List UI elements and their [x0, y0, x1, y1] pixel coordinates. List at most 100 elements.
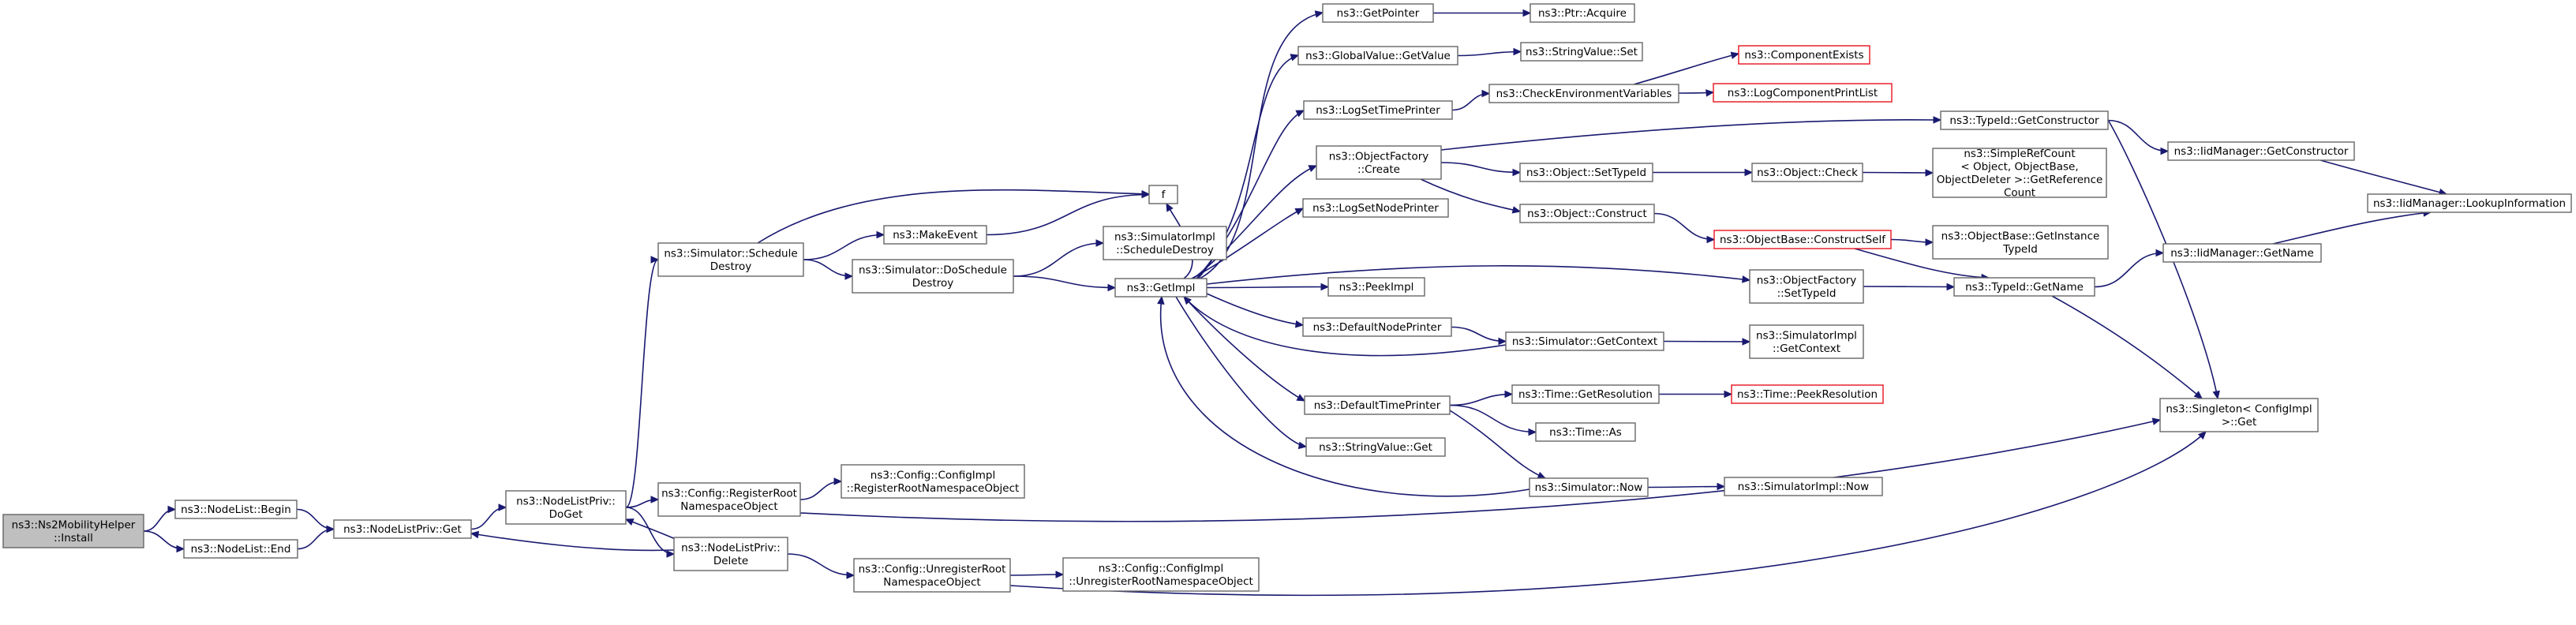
node-cfgRegRoot-label: ns3::Config::ConfigImpl [871, 469, 995, 481]
node-ofSetTypeId[interactable]: ns3::ObjectFactory::SetTypeId [1749, 269, 1864, 304]
node-peekImpl-label: ns3::PeekImpl [1339, 281, 1414, 294]
node-cfgRegRoot[interactable]: ns3::Config::ConfigImpl::RegisterRootNam… [841, 464, 1025, 499]
node-simNow[interactable]: ns3::Simulator::Now [1529, 477, 1649, 497]
edge-objConstruct-to-obConstructSelf [1653, 212, 1715, 241]
node-getImpl[interactable]: ns3::GetImpl [1114, 278, 1208, 298]
node-objSetTypeId[interactable]: ns3::Object::SetTypeId [1519, 163, 1653, 182]
node-simImplSched-label: ns3::SimulatorImpl [1114, 230, 1215, 243]
node-obConstructSelf-box [1713, 230, 1892, 249]
node-iidGetName-label: ns3::IidManager::GetName [2170, 247, 2314, 260]
node-ptrAcquire-label: ns3::Ptr::Acquire [1538, 7, 1627, 20]
node-logCompPrint-label: ns3::LogComponentPrintList [1728, 87, 1878, 99]
node-simImplSched[interactable]: ns3::SimulatorImpl::ScheduleDestroy [1103, 226, 1227, 260]
node-ptrAcquire[interactable]: ns3::Ptr::Acquire [1530, 3, 1635, 23]
node-simImplGetContext-box [1749, 324, 1864, 359]
edge-regRoot-to-singleton-path [799, 419, 2161, 522]
node-f-label: f [1162, 189, 1166, 201]
node-simImplGetContext[interactable]: ns3::SimulatorImpl::GetContext [1749, 324, 1864, 359]
node-objConstruct[interactable]: ns3::Object::Construct [1519, 204, 1655, 223]
node-cfgUnregRoot[interactable]: ns3::Config::ConfigImpl::UnregisterRootN… [1062, 557, 1260, 592]
node-doget[interactable]: ns3::NodeListPriv::DoGet [505, 490, 627, 525]
edge-getImpl-to-peekImpl-arrowhead [1320, 283, 1330, 291]
node-logCompPrint[interactable]: ns3::LogComponentPrintList [1713, 83, 1893, 103]
node-obGetInstance-label: ns3::ObjectBase::GetInstance [1941, 230, 2100, 242]
edge-root-to-begin [143, 508, 176, 532]
node-simpleRef[interactable]: ns3::SimpleRefCount< Object, ObjectBase,… [1932, 148, 2107, 200]
edge-defTimePrinter-to-timeGetRes-path [1449, 393, 1513, 406]
node-end[interactable]: ns3::NodeList::End [183, 539, 298, 559]
node-typeIdGetCtor[interactable]: ns3::TypeId::GetConstructor [1940, 110, 2109, 130]
node-checkEnv[interactable]: ns3::CheckEnvironmentVariables [1488, 84, 1679, 103]
node-obConstructSelf-label: ns3::ObjectBase::ConstructSelf [1720, 234, 1886, 246]
node-simGetContext-label: ns3::Simulator::GetContext [1512, 335, 1657, 348]
node-iidGetCtor[interactable]: ns3::IidManager::GetConstructor [2167, 141, 2355, 161]
node-singleton[interactable]: ns3::Singleton< ConfigImpl >::Get [2159, 398, 2319, 432]
node-schedDestroy-box [657, 242, 804, 277]
edge-getImpl-to-svGet [1175, 296, 1307, 447]
node-unregRoot[interactable]: ns3::Config::UnregisterRootNamespaceObje… [853, 558, 1011, 593]
node-objConstruct-label: ns3::Object::Construct [1527, 208, 1647, 220]
node-defNodePrinter[interactable]: ns3::DefaultNodePrinter [1302, 317, 1452, 337]
node-f[interactable]: f [1148, 185, 1178, 204]
node-root[interactable]: ns3::Ns2MobilityHelper::Install [2, 514, 144, 548]
edge-unregRoot-to-cfgUnregRoot-path [1009, 574, 1064, 576]
edge-delete-to-unregRoot-path [787, 553, 855, 576]
edge-checkEnv-to-compExists-arrowhead [1730, 51, 1740, 59]
edge-simNow-to-simImplNow-arrowhead [1717, 482, 1726, 491]
node-gvGetValue[interactable]: ns3::GlobalValue::GetValue [1297, 46, 1458, 65]
edge-schedDestroy-to-makeEvent-arrowhead [876, 230, 886, 239]
edge-getImpl-to-logSetNode-path [1191, 208, 1304, 279]
node-compExists-label: ns3::ComponentExists [1744, 49, 1863, 62]
node-svGet-label: ns3::StringValue::Get [1319, 441, 1432, 454]
node-typeIdGetName[interactable]: ns3::TypeId::GetName [1953, 277, 2095, 297]
node-gvGetValue-label: ns3::GlobalValue::GetValue [1305, 50, 1451, 62]
node-peekImpl[interactable]: ns3::PeekImpl [1327, 277, 1425, 297]
node-schedDestroy[interactable]: ns3::Simulator::ScheduleDestroy [657, 242, 804, 277]
node-ofCreate-label: ns3::ObjectFactory [1329, 150, 1429, 163]
node-cfgUnregRoot-label: ::UnregisterRootNamespaceObject [1069, 575, 1253, 588]
node-iidGetName[interactable]: ns3::IidManager::GetName [2162, 243, 2322, 263]
edge-typeIdGetName-to-singleton [2051, 295, 2203, 399]
node-iidLookup[interactable]: ns3::IidManager::LookupInformation [2367, 193, 2572, 213]
node-simImplNow[interactable]: ns3::SimulatorImpl::Now [1724, 477, 1883, 496]
edge-gvGetValue-to-svSet [1457, 51, 1522, 57]
node-makeEvent[interactable]: ns3::MakeEvent [883, 225, 987, 245]
edge-makeEvent-to-f [986, 193, 1150, 236]
node-regRoot-box [657, 482, 801, 517]
edge-obConstructSelf-to-obGetInstance-arrowhead [1925, 238, 1934, 246]
node-begin-label: ns3::NodeList::Begin [181, 503, 291, 516]
node-getPointer-label: ns3::GetPointer [1337, 7, 1420, 20]
node-logSetTime[interactable]: ns3::LogSetTimePrinter [1303, 100, 1453, 120]
node-regRoot[interactable]: ns3::Config::RegisterRootNamespaceObject [657, 482, 801, 517]
node-begin[interactable]: ns3::NodeList::Begin [174, 500, 298, 519]
node-timePeekRes[interactable]: ns3::Time::PeekResolution [1731, 384, 1884, 404]
edge-delete-to-doget-path [625, 518, 678, 541]
node-getPointer[interactable]: ns3::GetPointer [1322, 3, 1434, 23]
node-objCheck-label: ns3::Object::Check [1757, 167, 1858, 179]
node-svSet[interactable]: ns3::StringValue::Set [1520, 42, 1643, 62]
node-obGetInstance-box [1932, 225, 2109, 260]
edge-ofSetTypeId-to-typeIdGetName [1863, 286, 1955, 288]
node-compExists[interactable]: ns3::ComponentExists [1738, 45, 1870, 65]
node-simImplGetContext-label: ::GetContext [1773, 342, 1840, 355]
edge-getImpl-to-defNodePrinter [1206, 293, 1304, 326]
node-defTimePrinter[interactable]: ns3::DefaultTimePrinter [1304, 395, 1451, 415]
node-objCheck[interactable]: ns3::Object::Check [1751, 163, 1863, 182]
node-timeAs[interactable]: ns3::Time::As [1535, 422, 1636, 442]
node-timeGetRes[interactable]: ns3::Time::GetResolution [1511, 384, 1660, 404]
node-getImpl-label: ns3::GetImpl [1127, 282, 1196, 294]
edge-objCheck-to-simpleRef-path [1862, 171, 1934, 174]
node-svSet-label: ns3::StringValue::Set [1526, 46, 1638, 58]
node-ofCreate[interactable]: ns3::ObjectFactory::Create [1316, 145, 1442, 180]
edge-doSchedDestroy-to-getImpl [1013, 275, 1116, 289]
node-get[interactable]: ns3::NodeListPriv::Get [333, 519, 472, 539]
node-objSetTypeId-box [1519, 163, 1653, 182]
edge-ofCreate-to-objSetTypeId-path [1440, 162, 1521, 174]
node-obConstructSelf[interactable]: ns3::ObjectBase::ConstructSelf [1713, 230, 1892, 249]
node-delete[interactable]: ns3::NodeListPriv::Delete [673, 537, 788, 571]
node-simGetContext[interactable]: ns3::Simulator::GetContext [1505, 331, 1664, 351]
node-svGet[interactable]: ns3::StringValue::Get [1305, 437, 1446, 457]
node-logSetNode[interactable]: ns3::LogSetNodePrinter [1302, 198, 1449, 218]
